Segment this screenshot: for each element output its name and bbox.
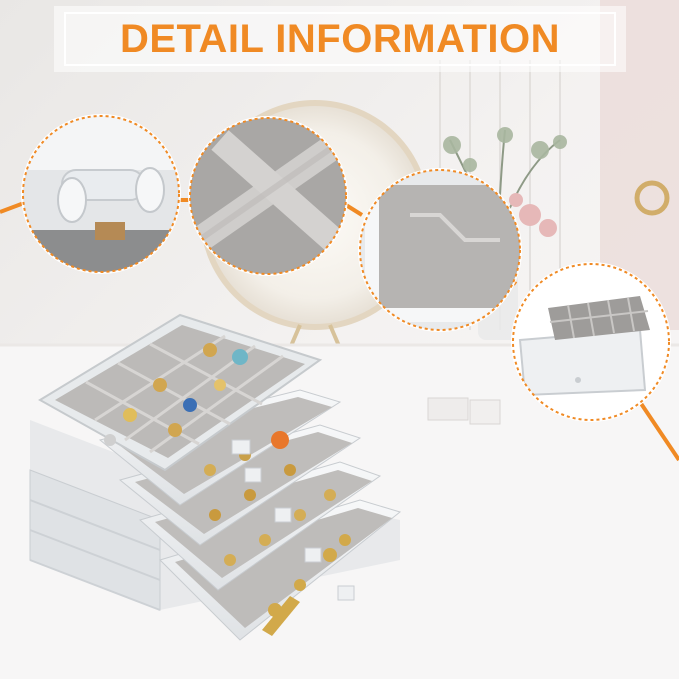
- drawer-5: [159, 499, 402, 641]
- jewelry-organizer: [29, 313, 402, 641]
- banner-title: DETAIL INFORMATION: [119, 16, 561, 61]
- drawer-1: [38, 313, 323, 472]
- drawer-4: [138, 461, 382, 591]
- velvet-divider-detail: [188, 116, 348, 276]
- removable-tray-detail: [511, 262, 671, 422]
- title-banner-frame: DETAIL INFORMATION: [64, 12, 616, 66]
- wall-hook: [634, 180, 670, 216]
- lid-edge-detail: [358, 168, 522, 332]
- trinket-box: [427, 397, 501, 425]
- title-banner: DETAIL INFORMATION: [54, 6, 626, 72]
